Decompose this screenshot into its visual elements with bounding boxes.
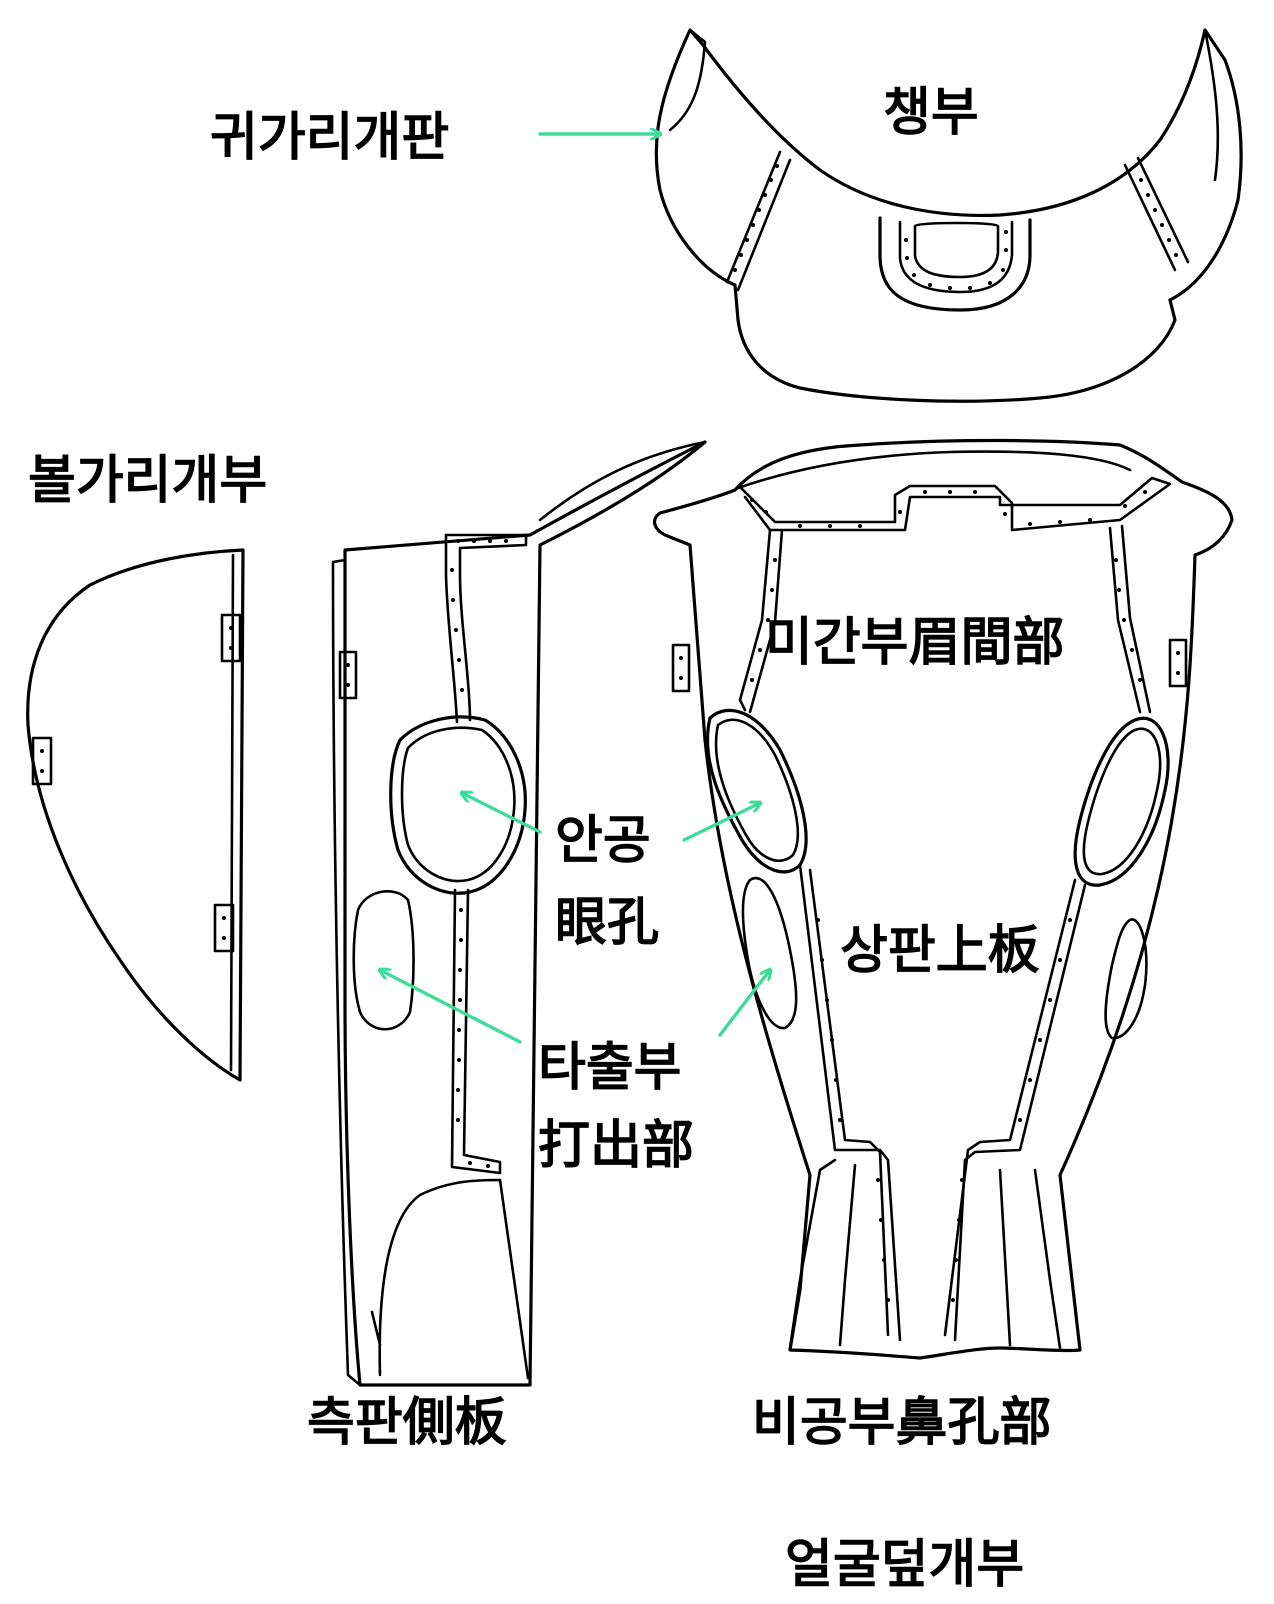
face-strip-rivets: [750, 558, 1142, 682]
label-nose-part: 비공부鼻孔部: [752, 1393, 1052, 1453]
arrow-strike-face: [718, 970, 770, 1037]
side-eye-hole: [389, 715, 527, 895]
side-plate-piece: [331, 440, 707, 1387]
label-strike-hanja: 打出部: [538, 1116, 694, 1176]
label-cheek-guard: 볼가리개부: [28, 451, 267, 511]
ear-flap-piece: [654, 28, 1243, 403]
label-face-cover: 얼굴덮개부: [785, 1535, 1024, 1595]
cheek-guard-piece: [26, 548, 245, 1082]
arrow-eye-side: [462, 793, 542, 834]
ear-flap-right-rivets: [1139, 178, 1178, 257]
face-eye-hole-right: [1073, 716, 1170, 887]
arrow-strike-side: [380, 970, 522, 1044]
ear-flap-left-rivets: [733, 164, 779, 272]
label-visor: 챙부: [883, 83, 979, 143]
face-lower-rivets: [816, 918, 1072, 1302]
face-strike-boss-left: [741, 876, 798, 1030]
visor-nose-loop: [878, 216, 1032, 312]
label-side-plate: 측판側板: [307, 1393, 507, 1453]
label-eye-hole-kr: 안공: [555, 811, 651, 871]
label-upper-plate: 상판上板: [840, 921, 1040, 981]
face-strike-boss-right: [1104, 918, 1148, 1040]
label-ear-flap: 귀가리개판: [210, 108, 449, 168]
label-strike-kr: 타출부: [538, 1038, 682, 1098]
face-top-rivets: [750, 490, 1147, 528]
side-plate-rivets: [450, 539, 508, 1168]
label-eye-hole-hanja: 眼孔: [555, 893, 659, 953]
face-cover-piece: [652, 438, 1234, 1360]
label-brow: 미간부眉間部: [765, 613, 1065, 673]
side-strike-boss: [352, 890, 415, 1031]
arrow-eye-face: [682, 803, 760, 842]
